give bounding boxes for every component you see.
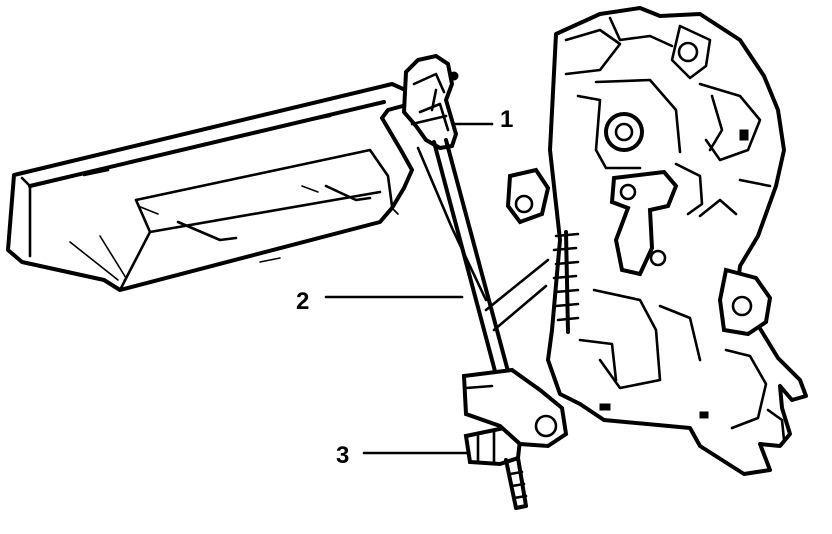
outside-door-handle bbox=[6, 82, 414, 292]
rod-clip-lower bbox=[463, 425, 528, 510]
callout-3: 3 bbox=[336, 442, 470, 469]
callout-3-label: 3 bbox=[336, 442, 349, 469]
door-latch-assembly bbox=[461, 6, 808, 476]
callout-2: 2 bbox=[296, 288, 464, 315]
callout-2-label: 2 bbox=[296, 288, 309, 315]
rod-clip-upper bbox=[401, 53, 459, 151]
callout-1-label: 1 bbox=[500, 106, 513, 133]
callout-1: 1 bbox=[452, 106, 513, 133]
